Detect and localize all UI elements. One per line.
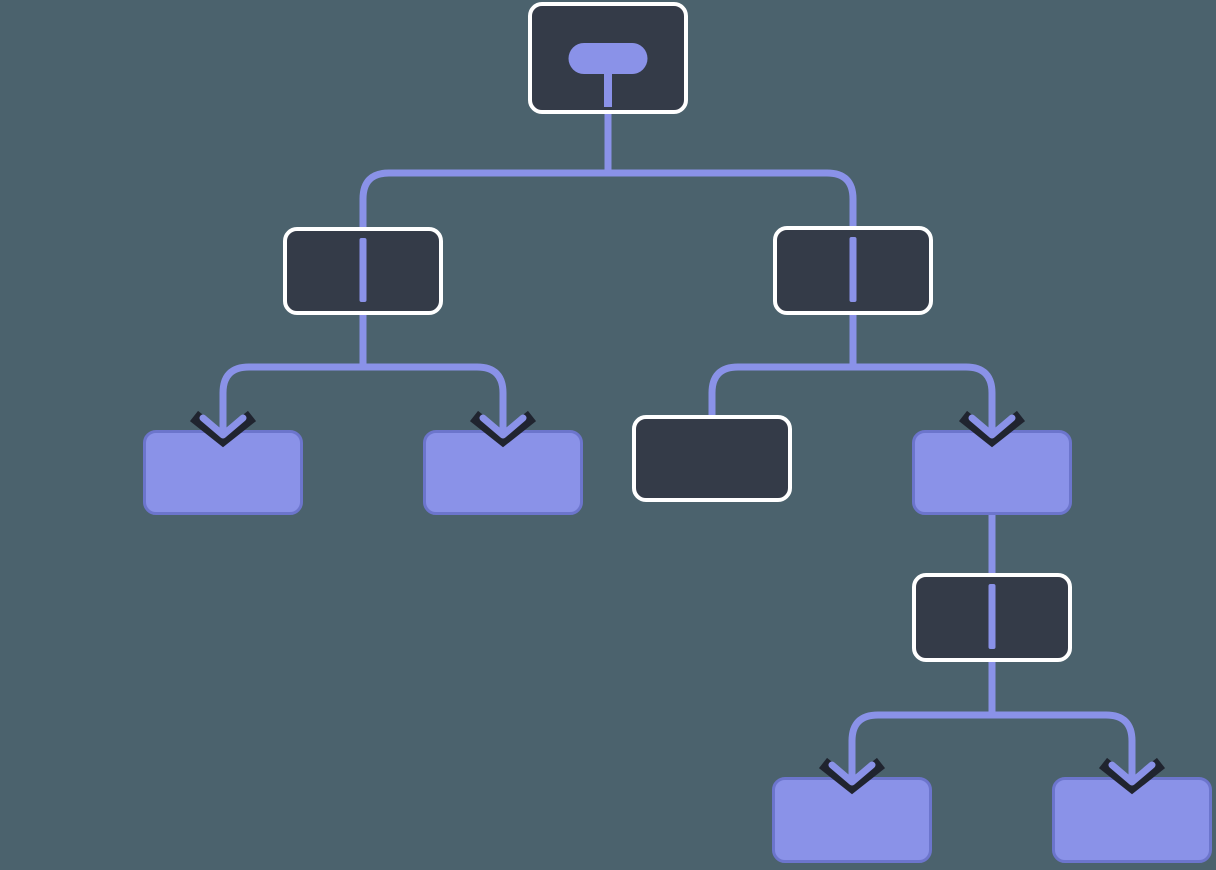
- vertical-line-icon: [988, 584, 996, 649]
- leaf-node-1[interactable]: [143, 430, 303, 515]
- leaf-node-2[interactable]: [423, 430, 583, 515]
- stage-node-dark[interactable]: [632, 415, 792, 502]
- vertical-line-icon: [849, 237, 857, 302]
- leaf-node-3[interactable]: [772, 777, 932, 863]
- connector-edge: [359, 169, 857, 235]
- divider-node[interactable]: [912, 573, 1072, 662]
- branch-node-right[interactable]: [773, 226, 933, 315]
- connector-pill-stem: [604, 68, 612, 107]
- stage-node-purple[interactable]: [912, 430, 1072, 515]
- connector-edge: [219, 363, 507, 406]
- connector-edge: [848, 711, 1136, 753]
- vertical-line-icon: [359, 238, 367, 302]
- leaf-node-4[interactable]: [1052, 777, 1212, 863]
- branch-node-left[interactable]: [283, 227, 443, 315]
- root-node[interactable]: [528, 2, 688, 114]
